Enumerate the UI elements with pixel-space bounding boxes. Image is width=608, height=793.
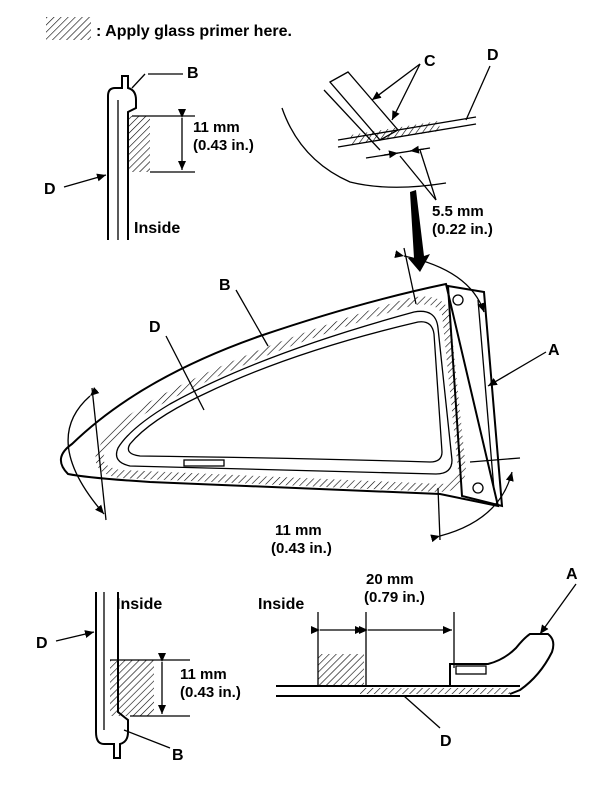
dim-inch-label: (0.43 in.) — [271, 540, 332, 557]
dim-inch-label: (0.22 in.) — [432, 221, 493, 238]
label-d: D — [44, 181, 56, 198]
dim-mm-label: 5.5 mm — [432, 203, 484, 220]
legend: : Apply glass primer here. — [46, 17, 292, 40]
glass-edge-outline — [95, 592, 129, 759]
primer-area — [318, 654, 364, 686]
dim-mm-label: 20 mm — [366, 571, 414, 588]
primer-area — [128, 116, 150, 172]
glass-edge-outline — [107, 75, 137, 240]
inside-label: Inside — [258, 596, 304, 613]
glass-opening — [127, 321, 443, 463]
dim-mm-label: 11 mm — [275, 522, 322, 539]
dim-inch-label: (0.43 in.) — [180, 684, 241, 701]
dim-mm-label: 11 mm — [193, 119, 240, 136]
label-a: A — [548, 342, 560, 359]
dim-inch-label: (0.79 in.) — [364, 589, 425, 606]
callout-arrow — [408, 190, 430, 272]
primer-band — [95, 296, 467, 493]
glass-inner-outline — [115, 310, 453, 475]
label-d: D — [36, 635, 48, 652]
primer-area — [110, 660, 154, 716]
inside-label: Inside — [116, 596, 162, 613]
legend-text: : Apply glass primer here. — [96, 23, 292, 40]
label-d: D — [440, 733, 452, 750]
section-view-bottom-left: 11 mm (0.43 in.) D B Inside — [36, 592, 241, 764]
molding-a — [449, 633, 555, 695]
label-b: B — [187, 65, 199, 82]
label-c: C — [424, 53, 436, 70]
quarter-glass-assembly: B D A — [60, 247, 560, 543]
label-d: D — [149, 319, 161, 336]
molding-a — [446, 284, 504, 508]
label-a: A — [566, 566, 578, 583]
inside-label: Inside — [134, 220, 180, 237]
label-b: B — [172, 747, 184, 764]
section-view-top-right: C D 5.5 mm (0.22 in.) — [281, 47, 499, 272]
dim-mm-label: 11 mm — [180, 666, 227, 683]
primer-swatch — [46, 17, 91, 40]
section-view-top-left: 11 mm (0.43 in.) B D Inside — [44, 65, 254, 240]
detail-circle-arc — [281, 107, 447, 188]
section-view-bottom-right: Inside 20 mm (0.79 in.) A D — [258, 566, 578, 750]
middle-dimension: 11 mm (0.43 in.) — [271, 522, 332, 557]
label-d: D — [487, 47, 499, 64]
dim-inch-label: (0.43 in.) — [193, 137, 254, 154]
label-b: B — [219, 277, 231, 294]
